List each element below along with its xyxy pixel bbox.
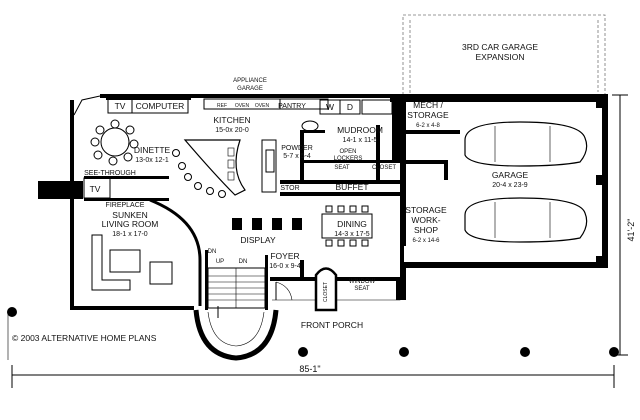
mech-label-2: STORAGE: [407, 110, 449, 120]
staircase: [193, 267, 279, 361]
dn-stair-label: DN: [239, 259, 248, 265]
fireplace-label: FIREPLACE: [106, 202, 145, 209]
dn-left-label: DN: [208, 249, 217, 255]
kitchen-label: KITCHEN: [213, 115, 250, 125]
living-label: SUNKEN: [112, 210, 147, 220]
garage-cars: [464, 121, 588, 243]
dinette-size: 13-0x 12-1: [135, 157, 169, 164]
kitchen-fixtures: [172, 120, 319, 198]
mudroom-closet-label: CLOSET: [372, 165, 396, 171]
living-size: 18-1 x 17-0: [112, 231, 148, 238]
see-through-label: SEE-THROUGH: [84, 170, 136, 177]
mudroom-label: MUDROOM: [337, 125, 383, 135]
width-dimension: 85-1": [299, 364, 320, 374]
dryer-label: D: [347, 102, 353, 112]
dining-label: DINING: [337, 219, 367, 229]
buffet-label: BUFFET: [335, 182, 368, 192]
up-label: UP: [216, 259, 224, 265]
display-label: DISPLAY: [240, 235, 276, 245]
garage-expansion-label: 3RD CAR GARAGE: [462, 42, 538, 52]
storage-workshop-label-2: WORK-: [411, 215, 440, 225]
pantry-label: PANTRY: [278, 103, 306, 110]
powder-size: 5-7 x 5-4: [283, 153, 311, 160]
foyer-size: 16-0 x 9-4: [269, 263, 301, 270]
kitchen-size: 15-0x 20-0: [215, 127, 249, 134]
foyer-closet-label: CLOSET: [323, 282, 329, 302]
living-label-2: LIVING ROOM: [102, 219, 159, 229]
stor-label: STOR: [280, 185, 299, 192]
appliance-garage-label-2: GARAGE: [237, 86, 263, 92]
garage-expansion-outline: 3RD CAR GARAGE EXPANSION: [402, 14, 606, 95]
garage-label: GARAGE: [492, 170, 529, 180]
foyer-closet: [314, 267, 338, 312]
front-porch-label: FRONT PORCH: [301, 320, 363, 330]
depth-dimension: 41'-2": [626, 219, 636, 242]
dinette-label: DINETTE: [134, 145, 171, 155]
copyright-text: © 2003 ALTERNATIVE HOME PLANS: [12, 333, 157, 343]
window-seat-label: WINDOW: [349, 279, 376, 285]
dining-size: 14-3 x 17-5: [334, 231, 370, 238]
storage-workshop-label-3: SHOP: [414, 225, 438, 235]
garage-expansion-label-2: EXPANSION: [476, 52, 525, 62]
porch-columns: [7, 307, 619, 357]
window-seat-label-2: SEAT: [354, 286, 370, 292]
computer-label: COMPUTER: [136, 101, 185, 111]
washer-label: W: [326, 102, 334, 112]
room-labels: APPLIANCE GARAGE TV COMPUTER REF OVEN OV…: [84, 78, 528, 330]
garage-size: 20-4 x 23-9: [492, 182, 528, 189]
foyer-label: FOYER: [270, 251, 299, 261]
tv-side-label: TV: [90, 184, 101, 194]
appliance-label-ref: REF: [217, 103, 227, 109]
exterior-walls: [70, 94, 608, 310]
tv-top-label: TV: [115, 101, 126, 111]
dining-table: [321, 205, 373, 247]
storage-workshop-size: 6-2 x 14-6: [412, 238, 440, 244]
mech-label: MECH /: [413, 100, 443, 110]
appliance-garage-label: APPLIANCE: [233, 78, 267, 84]
open-lockers-label: OPEN: [339, 149, 356, 155]
appliance-label-oven-1: OVEN: [235, 103, 250, 109]
appliance-label-oven-2: OVEN: [255, 103, 270, 109]
mech-size: 6-2 x 4-8: [416, 123, 440, 129]
open-lockers-label-2: LOCKERS: [334, 156, 363, 162]
powder-label: POWDER: [281, 145, 313, 152]
mudroom-size: 14-1 x 11-5: [343, 137, 378, 144]
dinette-table: [90, 119, 139, 166]
dimension-lines: [7, 94, 628, 388]
front-door: [275, 281, 293, 301]
seat-label: SEAT: [334, 165, 350, 171]
interior-walls: [38, 98, 400, 310]
storage-workshop-label: STORAGE: [405, 205, 447, 215]
living-sofa: [91, 234, 173, 291]
